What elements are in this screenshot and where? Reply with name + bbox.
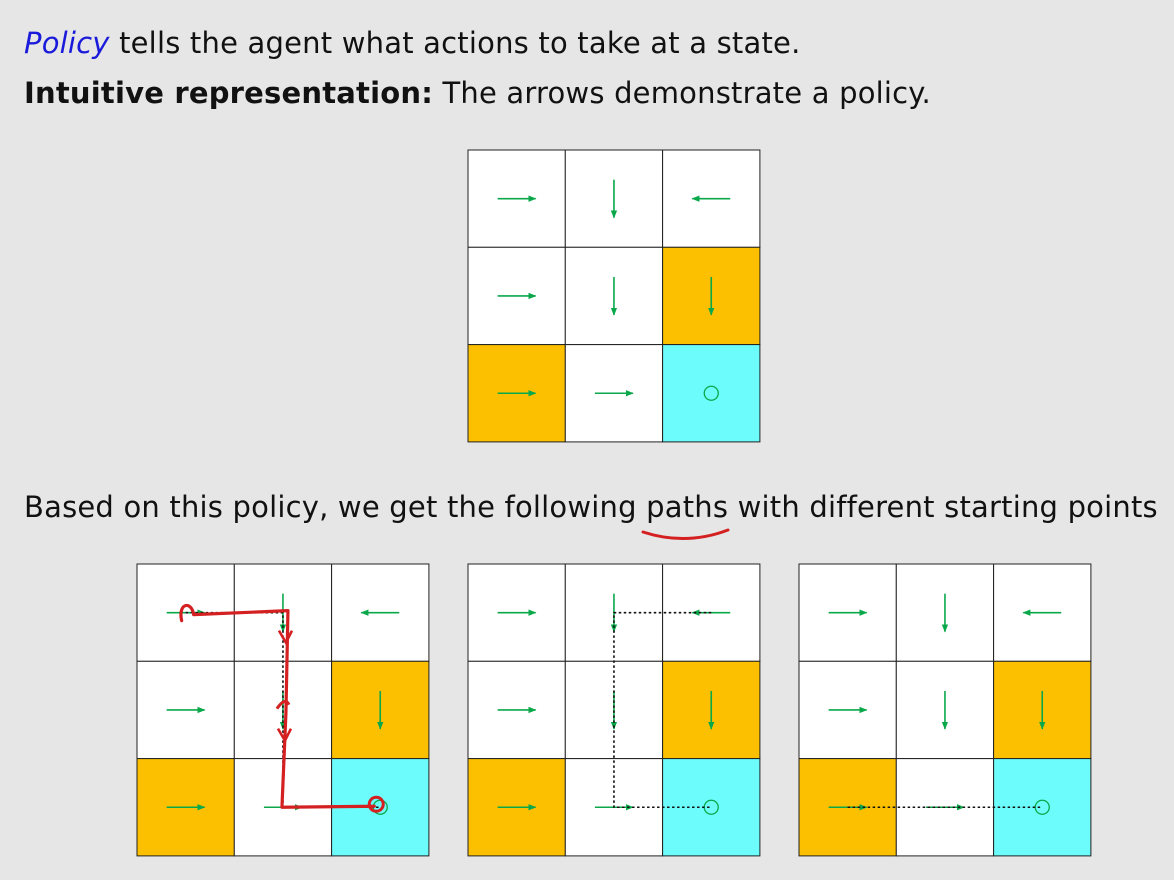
policy-keyword: Policy [24, 26, 110, 60]
policy-definition-line: Policy tells the agent what actions to t… [24, 26, 801, 60]
path-1-down-arrow-mark [276, 727, 293, 744]
paths-underline-annotation [641, 528, 730, 540]
intuitive-representation-line: Intuitive representation: The arrows dem… [24, 76, 931, 110]
intuitive-representation-text: The arrows demonstrate a policy. [433, 76, 931, 110]
stay-circle-icon [703, 385, 719, 401]
path-1-scribble-mark [275, 699, 291, 710]
paths-description-line: Based on this policy, we get the followi… [24, 490, 1158, 524]
path-grid-2 [467, 563, 761, 857]
policy-grid [467, 149, 761, 443]
grid-cell-forbidden [136, 758, 235, 857]
path-1-end-circle-annotation [367, 795, 385, 813]
stay-circle-icon [1034, 799, 1050, 815]
intuitive-representation-label: Intuitive representation: [24, 76, 434, 110]
path-grid-3 [798, 563, 1092, 857]
path-grid-1 [136, 563, 430, 857]
path-1-handdrawn-annotation [179, 604, 376, 809]
grid-cell-target [662, 344, 761, 443]
policy-definition-text: tells the agent what actions to take at … [109, 26, 801, 60]
path-1-down-arrow-mark [277, 629, 294, 646]
